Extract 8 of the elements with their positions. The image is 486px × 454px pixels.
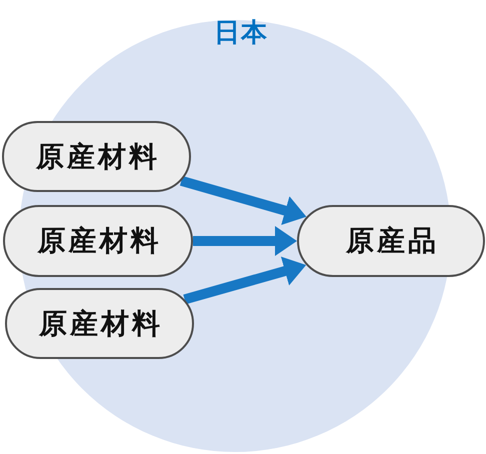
arrow (193, 226, 297, 256)
pill-box: 原産材料 (5, 288, 194, 359)
arrow (180, 176, 306, 226)
pill-box: 原産材料 (3, 205, 193, 277)
pill-box: 原産品 (297, 205, 485, 277)
arrow (183, 256, 306, 304)
pill-box: 原産材料 (2, 121, 191, 192)
region-label: 日本 (214, 18, 268, 48)
